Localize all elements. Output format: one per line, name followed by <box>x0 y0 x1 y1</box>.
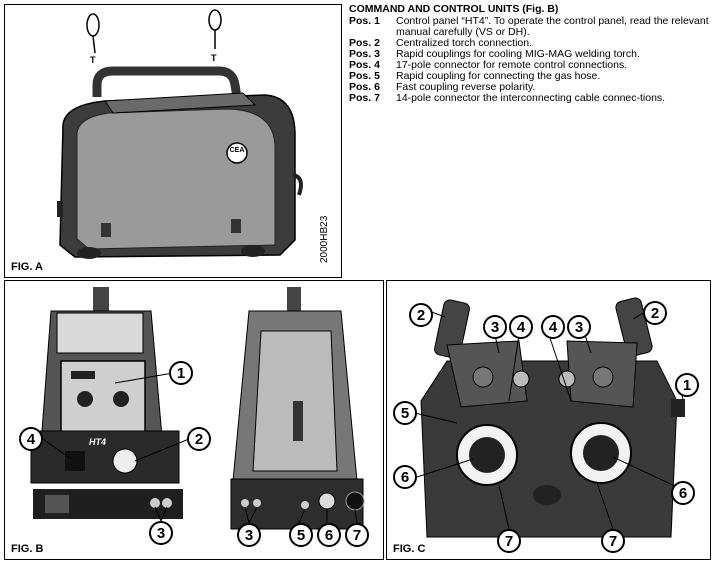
callout: 1 <box>675 373 699 397</box>
callout: 2 <box>409 303 433 327</box>
callout: 7 <box>497 529 521 553</box>
callout: 6 <box>393 465 417 489</box>
front-rear-views <box>30 287 365 530</box>
figure-a-label: FIG. A <box>11 261 43 273</box>
figure-c-label: FIG. C <box>393 543 426 555</box>
callout: 2 <box>643 301 667 325</box>
panel-label: HT4 <box>89 437 107 447</box>
callout: 3 <box>567 315 591 339</box>
figure-b-label: FIG. B <box>11 543 44 555</box>
callout: 1 <box>169 361 193 385</box>
wire-feeder-illustration: T T <box>57 9 303 259</box>
cea-logo: CEA <box>229 147 245 154</box>
callout: 2 <box>187 427 211 451</box>
section-heading: COMMAND AND CONTROL UNITS (Fig. B) <box>349 3 559 15</box>
callout: 4 <box>19 427 43 451</box>
callout: 6 <box>671 481 695 505</box>
callout: 4 <box>509 315 533 339</box>
callout: 7 <box>601 529 625 553</box>
callout: 7 <box>345 523 369 547</box>
drive-roll-illustration <box>414 297 685 538</box>
callout: 3 <box>149 521 173 545</box>
callout: 3 <box>237 523 261 547</box>
callout: 5 <box>393 401 417 425</box>
callout: 3 <box>483 315 507 339</box>
svg-text:T: T <box>90 55 96 65</box>
svg-text:T: T <box>211 53 217 63</box>
figure-a: T T CEA 2000HB23 FIG. A <box>4 4 342 278</box>
drawing-code: 2000HB23 <box>319 215 330 263</box>
command-units-text: COMMAND AND CONTROL UNITS (Fig. B) Pos. … <box>349 4 709 104</box>
callout: 4 <box>541 315 565 339</box>
figure-b: HT4 1 2 3 4 3 5 6 7 FIG. B <box>4 280 384 560</box>
callout: 6 <box>317 523 341 547</box>
callout: 5 <box>289 523 313 547</box>
figure-c: 2 3 4 4 3 2 1 5 6 6 7 7 FIG. C <box>386 280 711 560</box>
